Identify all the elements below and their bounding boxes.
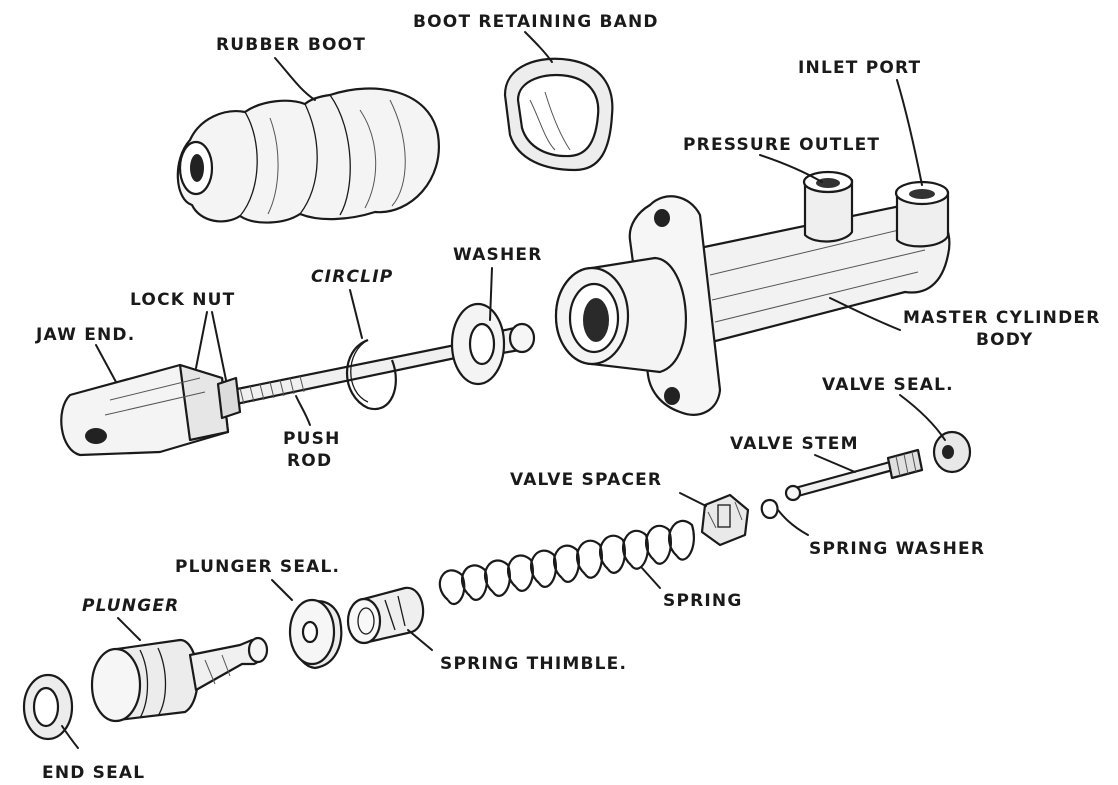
valve-stem	[784, 448, 924, 502]
boot-retaining-band	[503, 57, 614, 172]
valve-seal	[932, 430, 972, 474]
rubber-boot	[176, 87, 440, 224]
circlip	[346, 338, 397, 411]
label-rubber-boot: RUBBER BOOT	[216, 35, 366, 55]
label-valve-spacer: VALVE SPACER	[510, 470, 662, 490]
spring-thimble	[346, 586, 425, 645]
label-spring-thimble: SPRING THIMBLE.	[440, 654, 627, 674]
spring-washer	[760, 498, 779, 520]
valve-spacer	[700, 493, 750, 547]
label-lock-nut: LOCK NUT	[130, 290, 235, 310]
labels: RUBBER BOOT BOOT RETAINING BAND INLET PO…	[35, 12, 1101, 783]
label-circlip: CIRCLIP	[311, 267, 393, 287]
label-plunger: PLUNGER	[82, 596, 179, 616]
label-end-seal: END SEAL	[42, 763, 145, 783]
end-seal	[22, 673, 74, 741]
label-push-rod-line2: ROD	[287, 451, 332, 471]
label-master-cylinder-line1: MASTER CYLINDER	[903, 308, 1101, 328]
plunger-seal	[288, 598, 343, 670]
washer	[450, 302, 506, 386]
plunger	[90, 636, 269, 723]
label-spring: SPRING	[663, 591, 743, 611]
label-valve-stem: VALVE STEM	[730, 434, 859, 454]
label-master-cylinder-line2: BODY	[976, 330, 1033, 350]
label-plunger-seal: PLUNGER SEAL.	[175, 557, 340, 577]
label-boot-retaining-band: BOOT RETAINING BAND	[413, 12, 659, 32]
label-valve-seal: VALVE SEAL.	[822, 375, 954, 395]
label-pressure-outlet: PRESSURE OUTLET	[683, 135, 880, 155]
label-jaw-end: JAW END.	[35, 325, 135, 345]
master-cylinder-body	[554, 170, 951, 416]
label-inlet-port: INLET PORT	[798, 58, 921, 78]
leader-lines	[61, 31, 946, 749]
label-washer: WASHER	[453, 245, 543, 265]
spring	[438, 519, 695, 606]
label-push-rod-line1: PUSH	[283, 429, 341, 449]
label-spring-washer: SPRING WASHER	[809, 539, 985, 559]
